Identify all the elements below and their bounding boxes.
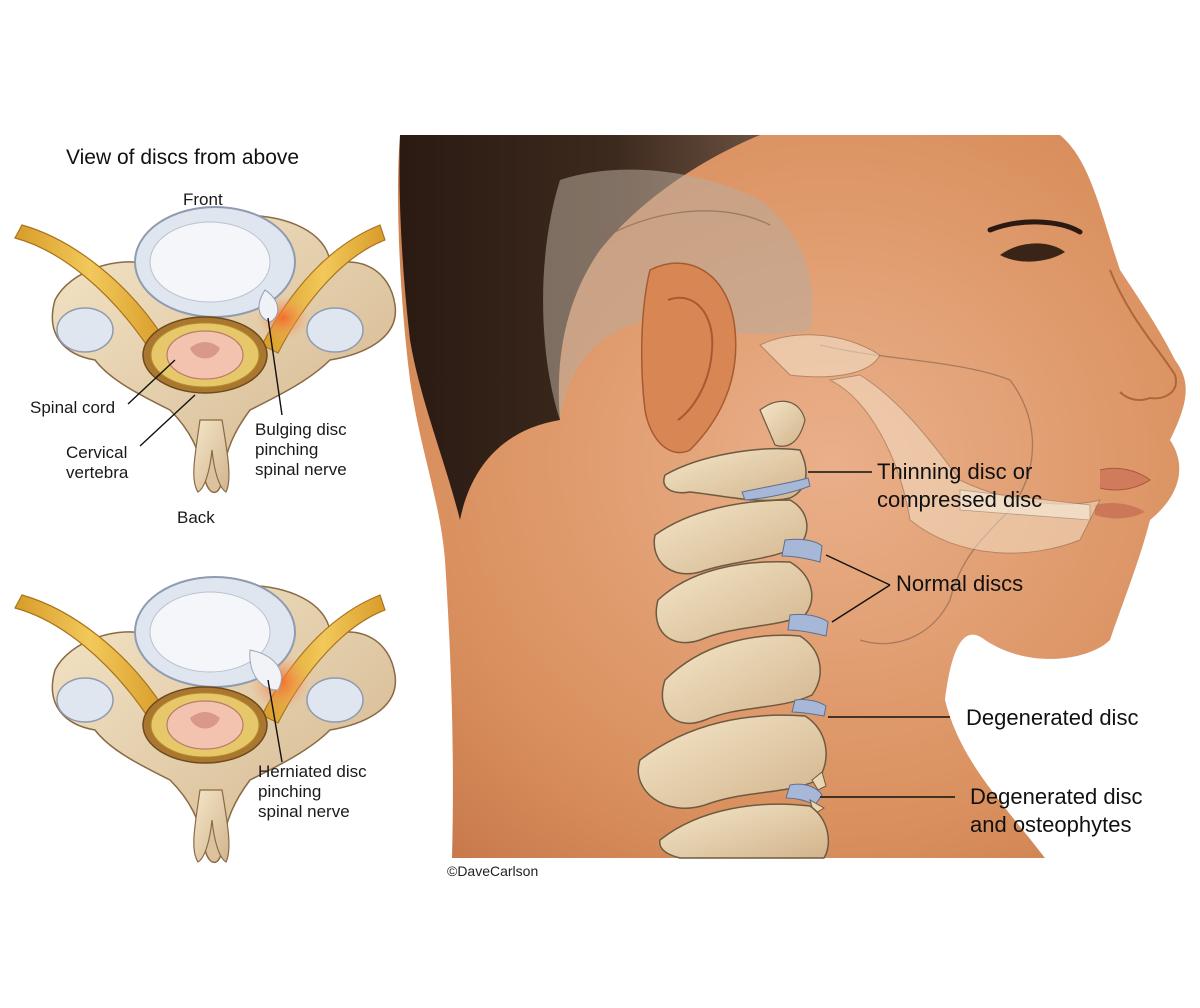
vertebra-top-view-bulging xyxy=(14,206,397,494)
nose xyxy=(1109,269,1177,401)
teeth xyxy=(959,489,1091,521)
facet-left-top xyxy=(56,307,114,353)
disc-bulge-top xyxy=(258,289,279,323)
cervical-vertebra-label: Cervical vertebra xyxy=(66,443,129,482)
lips xyxy=(1099,467,1151,491)
skull-outline xyxy=(599,210,1034,645)
spinous-process-bottom xyxy=(193,789,230,863)
vertebra-c7 xyxy=(659,803,830,859)
eye xyxy=(1000,243,1065,262)
copyright-notice: ©DaveCarlson xyxy=(447,863,539,879)
disc-degenerated xyxy=(791,699,827,717)
facet-left-bottom xyxy=(56,677,114,723)
vertebra-top-view-herniated xyxy=(14,576,397,864)
vertebra-c5 xyxy=(661,634,821,725)
cervical-spine xyxy=(637,400,830,859)
hair xyxy=(399,135,760,520)
top-view-title: View of discs from above xyxy=(66,146,300,169)
back-label: Back xyxy=(177,508,215,527)
degenerated-osteophytes-label: Degenerated disc and osteophytes xyxy=(970,784,1143,837)
disc-normal-1 xyxy=(781,538,823,563)
front-label: Front xyxy=(183,190,223,209)
disc-thinning xyxy=(741,477,811,501)
bulging-disc-label: Bulging disc pinching spinal nerve xyxy=(255,420,347,479)
spinal-cord-label: Spinal cord xyxy=(30,398,116,417)
facet-right-bottom xyxy=(306,677,364,723)
ear xyxy=(640,262,737,454)
leader-lines-neck xyxy=(808,471,955,798)
nucleus-top xyxy=(149,221,271,303)
normal-discs-label: Normal discs xyxy=(896,571,1024,596)
herniated-disc-label: Herniated disc pinching spinal nerve xyxy=(258,762,367,821)
nucleus-bottom xyxy=(149,591,271,673)
disc-herniation-bottom xyxy=(249,649,282,691)
spinous-process-top xyxy=(193,419,230,493)
thinning-disc-label: Thinning disc or compressed disc xyxy=(877,459,1043,512)
leader-lines-top-view xyxy=(127,317,283,763)
degenerated-disc-label: Degenerated disc xyxy=(966,705,1139,730)
disc-normal-2 xyxy=(787,613,829,637)
facet-right-top xyxy=(306,307,364,353)
